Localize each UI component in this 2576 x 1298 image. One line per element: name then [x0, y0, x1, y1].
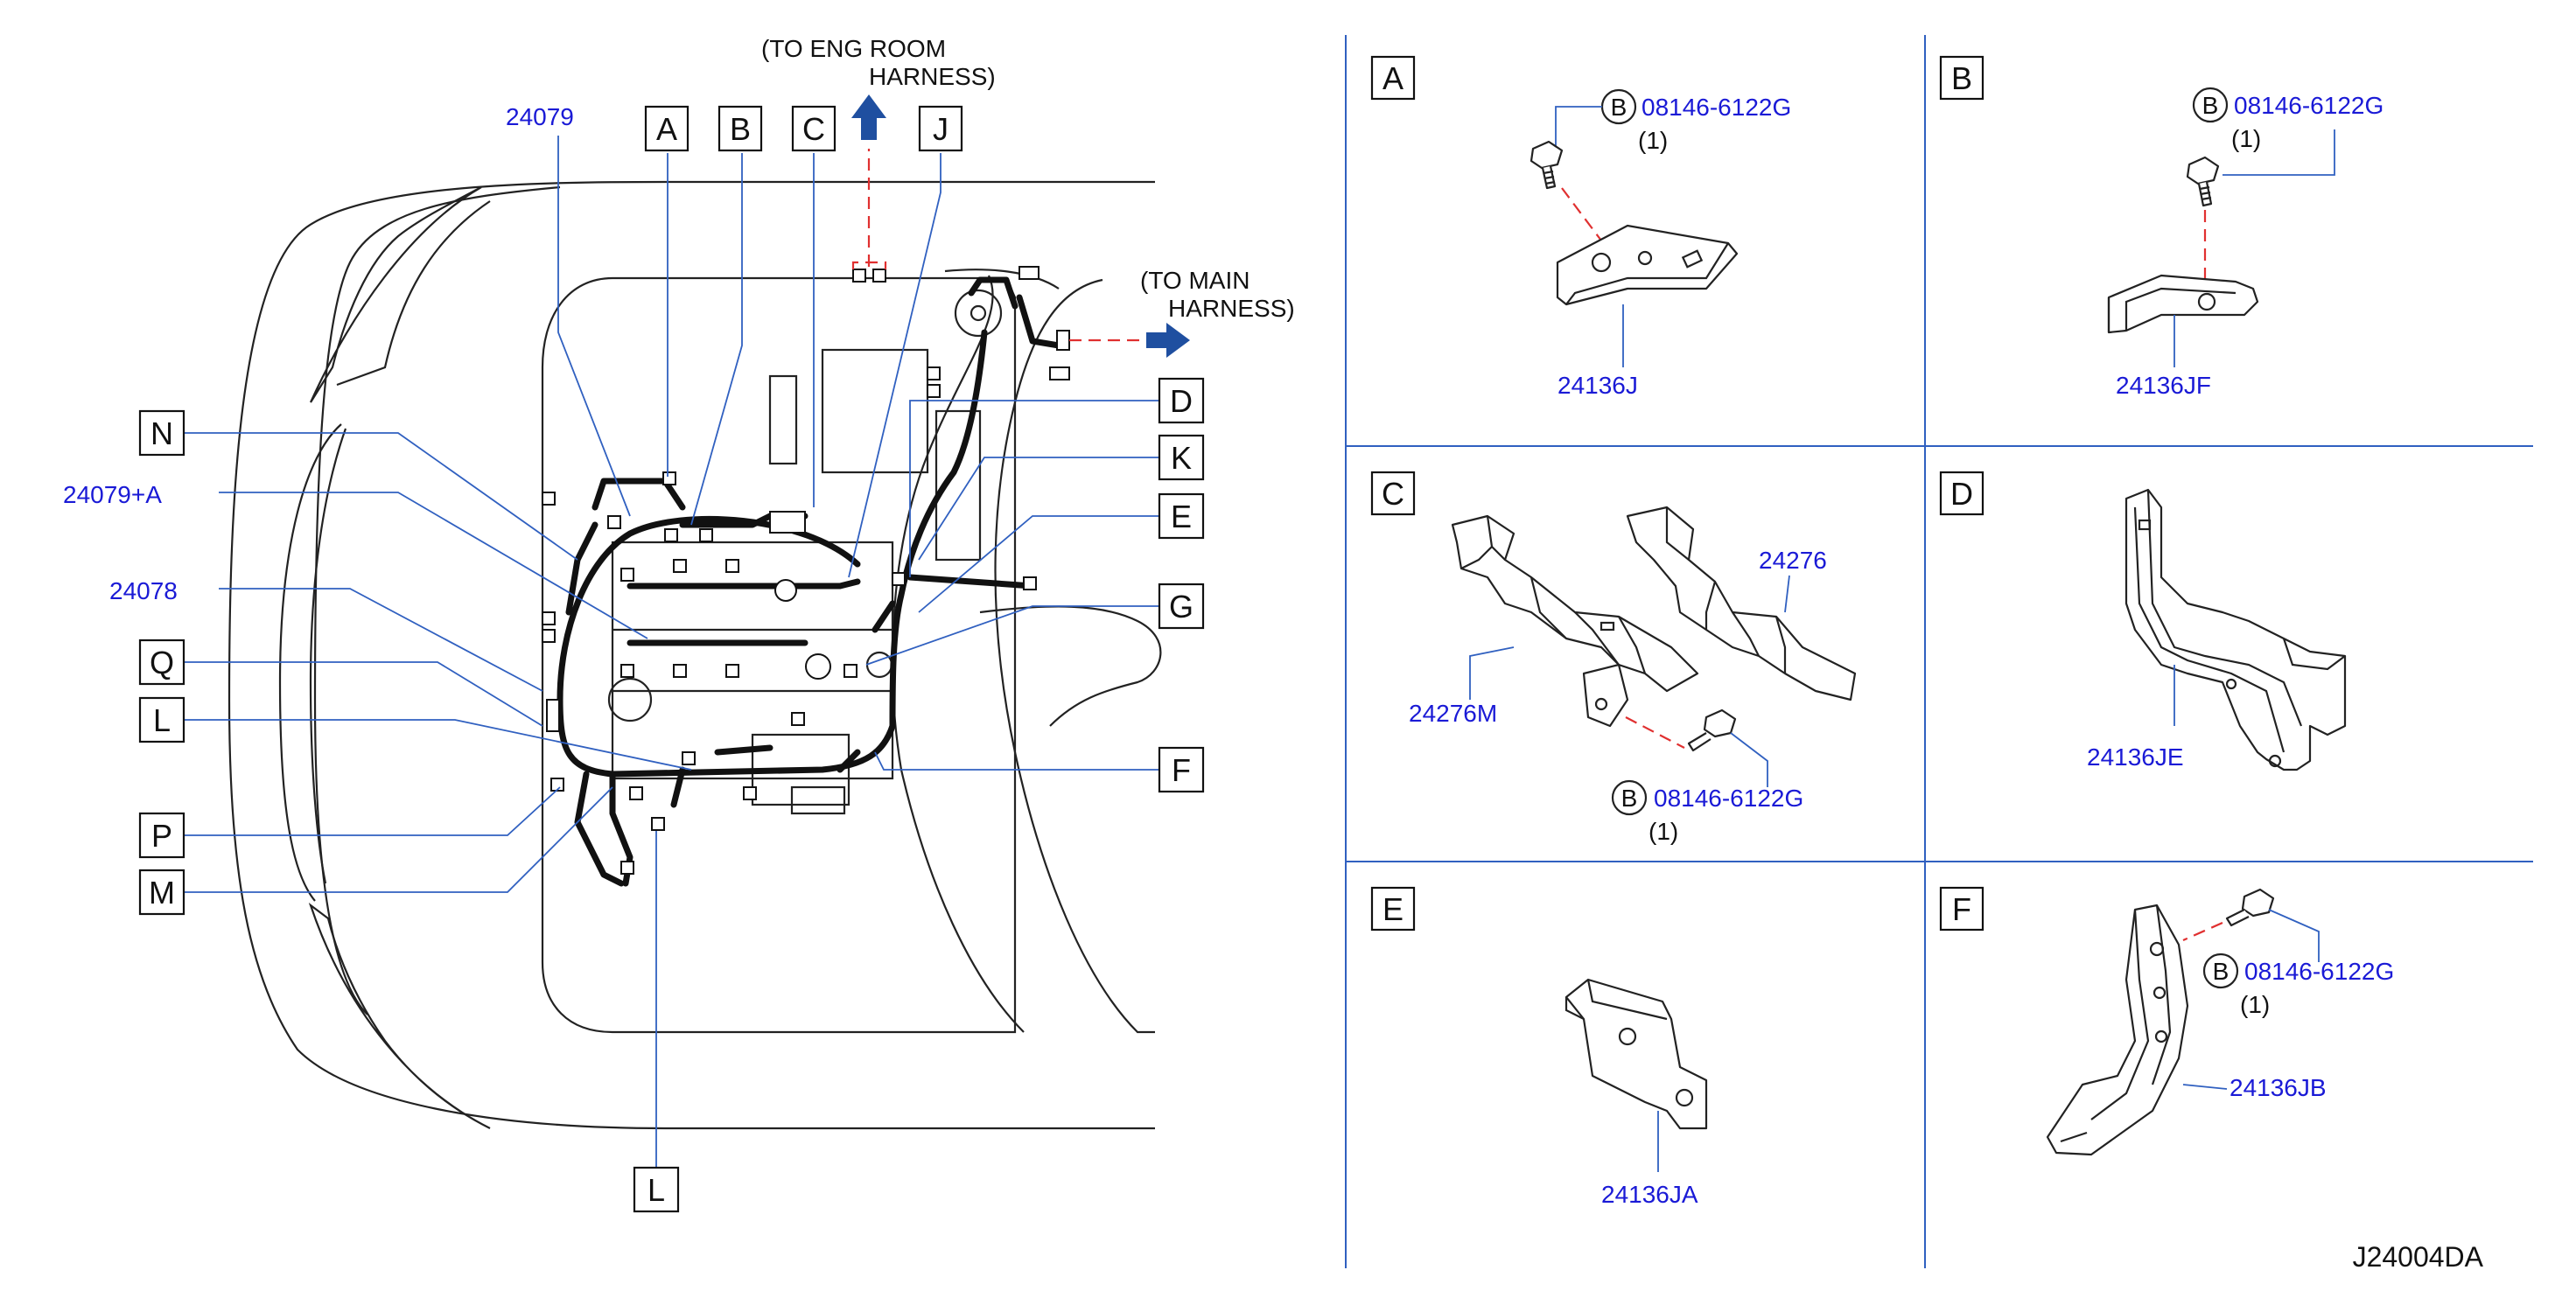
- leader-lines: [184, 136, 1159, 1176]
- detail-e-part[interactable]: 24136JA: [1601, 1181, 1698, 1208]
- bolt-icon: [1530, 140, 1564, 190]
- callout-box-e[interactable]: [1158, 492, 1205, 540]
- callout-a: A: [656, 111, 677, 147]
- main-note-line1: (TO MAIN: [1140, 267, 1250, 294]
- callout-box-c[interactable]: [791, 105, 836, 152]
- bolt-icon-f: [2225, 888, 2275, 927]
- callout-n: N: [150, 415, 173, 451]
- callout-box-a[interactable]: [644, 105, 690, 152]
- detail-a-letter: A: [1382, 60, 1404, 96]
- detail-c-bolt-ref: B: [1621, 785, 1638, 812]
- detail-b: B B 08146-6122G (1) 24136JF: [1939, 55, 2384, 399]
- detail-a-qty: (1): [1638, 127, 1668, 154]
- arrow-right-icon: [1146, 323, 1190, 358]
- detail-c: C 24276 24276M B 08146-6122G (1): [1370, 471, 1857, 845]
- detail-a-bolt-ref: B: [1611, 94, 1628, 121]
- callout-box-d[interactable]: [1158, 377, 1205, 424]
- detail-d-letter: D: [1950, 476, 1973, 512]
- detail-d: D 24136JE: [1939, 471, 2347, 771]
- callout-p: P: [151, 818, 172, 854]
- detail-f-qty: (1): [2240, 991, 2270, 1018]
- callout-l2: L: [648, 1172, 665, 1208]
- detail-f-letter: F: [1952, 891, 1971, 927]
- eng-room-note-line1: (TO ENG ROOM: [761, 35, 946, 62]
- detail-f: F B 08146-6122G (1) 24136JB: [1939, 886, 2394, 1156]
- callout-box-m[interactable]: [138, 869, 186, 916]
- bracket-24136jb: [2046, 904, 2189, 1156]
- main-note-line2: HARNESS): [1168, 295, 1295, 322]
- detail-panel-grid: [1345, 35, 2533, 1268]
- bolt-icon-b: [2186, 156, 2220, 207]
- detail-b-letter: B: [1951, 60, 1972, 96]
- arrow-up-icon: [851, 94, 886, 140]
- bracket-24136j: [1556, 224, 1739, 306]
- detail-c-bolt-part[interactable]: 08146-6122G: [1654, 785, 1803, 812]
- bolt-icon-c: [1687, 708, 1737, 752]
- detail-d-part[interactable]: 24136JE: [2087, 743, 2184, 771]
- detail-a-bolt-part[interactable]: 08146-6122G: [1642, 94, 1791, 121]
- detail-e-letter: E: [1382, 891, 1404, 927]
- protector-24276m: [1451, 514, 1699, 728]
- detail-b-bolt-part[interactable]: 08146-6122G: [2234, 92, 2384, 119]
- bracket-24136ja: [1564, 978, 1708, 1130]
- part-label-24079a[interactable]: 24079+A: [63, 481, 162, 508]
- eng-room-note-line2: HARNESS): [869, 63, 996, 90]
- detail-b-bolt-ref: B: [2202, 92, 2219, 119]
- callout-box-f[interactable]: [1158, 746, 1205, 793]
- callout-m: M: [149, 875, 175, 911]
- callout-f: F: [1172, 752, 1191, 788]
- callout-box-p[interactable]: [138, 812, 186, 859]
- harness-connectors: [542, 266, 1070, 875]
- protector-24276: [1626, 506, 1857, 701]
- detail-c-qty: (1): [1648, 818, 1678, 845]
- detail-b-part[interactable]: 24136JF: [2116, 372, 2211, 399]
- callout-c: C: [802, 111, 825, 147]
- callout-box-g[interactable]: [1158, 583, 1205, 630]
- detail-f-bolt-part[interactable]: 08146-6122G: [2244, 958, 2394, 985]
- vehicle-outline: [228, 180, 1162, 1130]
- detail-a: A B 08146-6122G (1) 24136J: [1370, 55, 1791, 399]
- detail-c-letter: C: [1382, 476, 1404, 512]
- callout-b: B: [730, 111, 751, 147]
- callout-boxes: A B C J N Q L P M D K E G F L: [138, 105, 1205, 1213]
- eng-room-bracket: [851, 261, 887, 269]
- callout-j: J: [933, 111, 948, 147]
- detail-f-bolt-ref: B: [2213, 958, 2230, 985]
- callout-g: G: [1169, 589, 1194, 625]
- callout-box-l1[interactable]: [138, 696, 186, 743]
- callout-k: K: [1171, 440, 1192, 476]
- callout-q: Q: [150, 645, 174, 680]
- part-label-24079[interactable]: 24079: [506, 103, 574, 130]
- bracket-24136jf: [2107, 274, 2259, 334]
- callout-d: D: [1170, 383, 1193, 419]
- callout-box-q[interactable]: [138, 639, 186, 686]
- callout-box-l2[interactable]: [633, 1166, 680, 1213]
- detail-c-part-1[interactable]: 24276: [1759, 547, 1827, 574]
- callout-e: E: [1171, 499, 1192, 534]
- callout-box-b[interactable]: [718, 105, 763, 152]
- detail-a-part[interactable]: 24136J: [1558, 372, 1638, 399]
- detail-f-part[interactable]: 24136JB: [2230, 1074, 2327, 1101]
- detail-e: E 24136JA: [1370, 886, 1708, 1208]
- part-label-24078[interactable]: 24078: [109, 577, 178, 604]
- callout-box-k[interactable]: [1158, 434, 1205, 481]
- detail-c-part-2[interactable]: 24276M: [1409, 700, 1497, 727]
- bracket-24136je: [2124, 488, 2347, 771]
- diagram-code: J24004DA: [2353, 1241, 2484, 1273]
- callout-l1: L: [153, 702, 171, 738]
- callout-box-j[interactable]: [918, 105, 963, 152]
- callout-box-n[interactable]: [138, 409, 186, 457]
- detail-b-qty: (1): [2231, 125, 2261, 152]
